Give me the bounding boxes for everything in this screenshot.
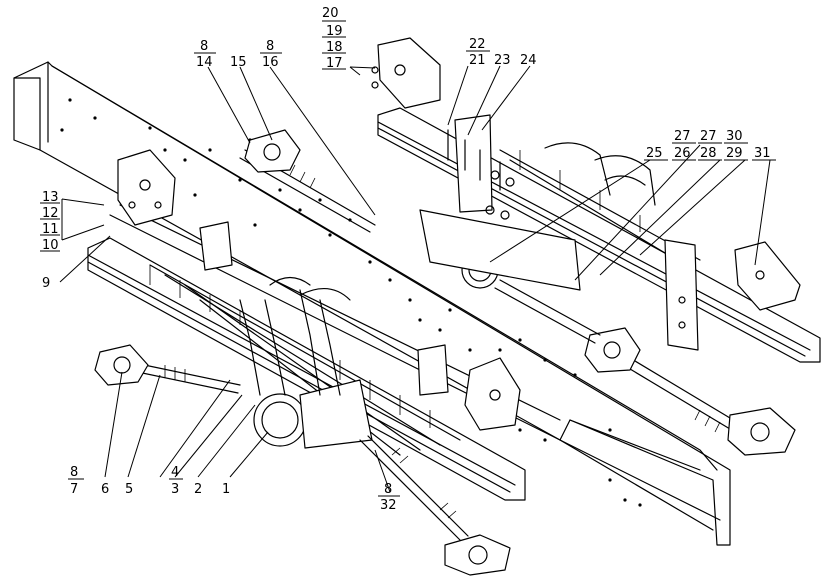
callout-14: 14 — [196, 55, 213, 70]
callout-20: 20 — [322, 6, 339, 21]
reaction-rod-center — [494, 279, 601, 344]
callout-8-front: 8 — [70, 465, 78, 480]
callout-9: 9 — [42, 276, 50, 291]
callout-8-rear-left: 8 — [200, 39, 208, 54]
callout-31: 31 — [754, 146, 771, 161]
callout-29: 29 — [726, 146, 743, 161]
callout-27-right: 27 — [700, 129, 717, 144]
callout-30: 30 — [726, 129, 743, 144]
callout-6: 6 — [101, 482, 109, 497]
callout-21: 21 — [469, 53, 486, 68]
callout-26: 26 — [674, 146, 691, 161]
callout-11: 11 — [42, 222, 59, 237]
callout-19: 19 — [326, 24, 343, 39]
spring-hanger-bracket-right — [734, 241, 801, 311]
callout-5: 5 — [125, 482, 133, 497]
u-bolt-studs — [447, 129, 515, 220]
callout-25: 25 — [646, 146, 663, 161]
callout-13: 13 — [42, 190, 59, 205]
torque-rod-front-left — [94, 344, 241, 394]
callout-4: 4 — [171, 465, 179, 480]
spring-hanger-bracket-left — [117, 149, 176, 226]
callout-24: 24 — [520, 53, 537, 68]
callout-17: 17 — [326, 56, 343, 71]
callout-8-lower: 8 — [384, 482, 392, 497]
callout-1: 1 — [222, 482, 230, 497]
torque-rod-front-right — [359, 435, 511, 576]
rear-axle-housing — [419, 142, 699, 351]
axle-seat-bracket — [199, 114, 493, 396]
callout-32: 32 — [380, 498, 397, 513]
callout-18: 18 — [326, 40, 343, 55]
callout-22: 22 — [469, 37, 486, 52]
callout-2: 2 — [194, 482, 202, 497]
callout-8-rear-right: 8 — [266, 39, 274, 54]
callout-12: 12 — [42, 206, 59, 221]
spring-hanger-bracket-top — [371, 37, 441, 109]
callout-10: 10 — [42, 238, 59, 253]
torque-rod-rear-left — [239, 129, 376, 233]
torque-rod-rear-right — [584, 327, 796, 456]
front-leaf-spring — [87, 237, 526, 501]
callout-3: 3 — [171, 482, 179, 497]
callout-27-left: 27 — [674, 129, 691, 144]
spring-hanger-bracket-center — [464, 357, 521, 431]
callout-16: 16 — [262, 55, 279, 70]
callout-15: 15 — [230, 55, 247, 70]
callout-23: 23 — [494, 53, 511, 68]
callout-underlines — [40, 20, 776, 497]
callout-labels: 1 2 3 4 5 6 7 8 9 10 11 12 13 8 14 15 8 … — [42, 6, 771, 513]
frame-rail — [13, 61, 731, 546]
callout-28: 28 — [700, 146, 717, 161]
callout-7: 7 — [70, 482, 78, 497]
callout-leaders — [59, 65, 771, 493]
